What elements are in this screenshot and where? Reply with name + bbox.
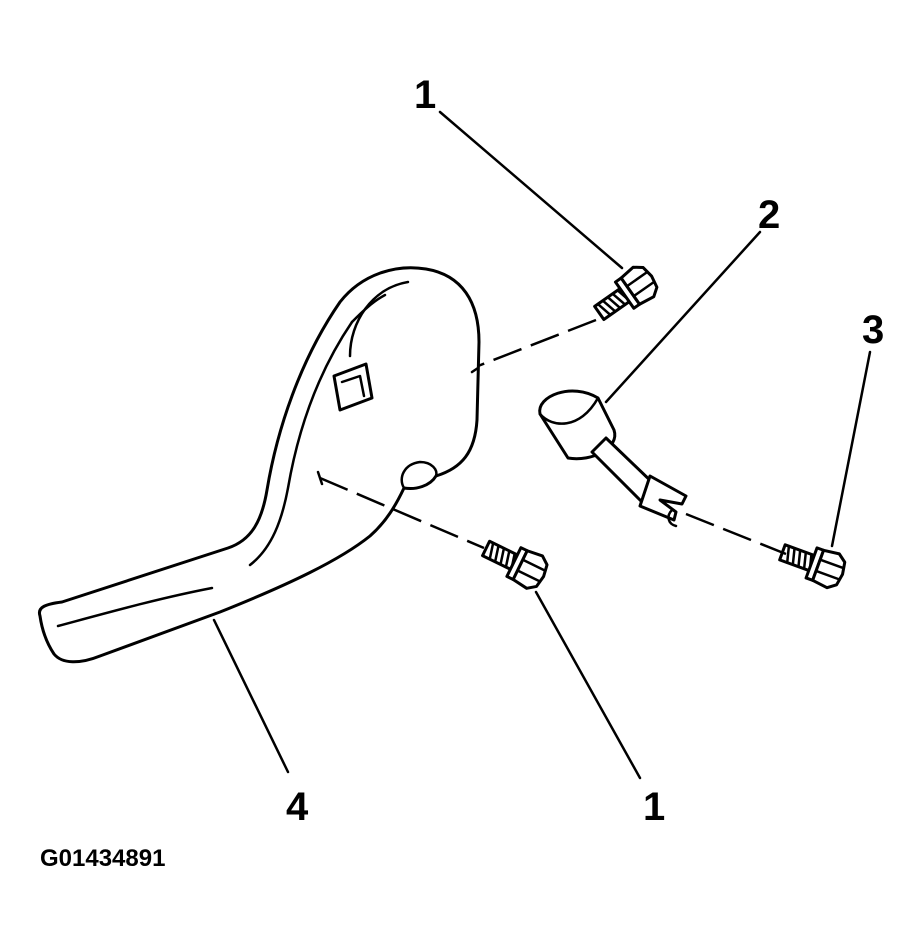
leader-line-adjuster-bolt xyxy=(830,350,872,548)
alignment-mark-bottom xyxy=(316,470,324,486)
alignment-line-adjuster-bolt xyxy=(685,512,787,556)
figure-code: G01434891 xyxy=(40,845,165,872)
leader-line-bottom-bolt xyxy=(534,590,642,780)
callout-adjuster-bolt: 3 xyxy=(862,308,884,352)
alignment-line-bottom-bolt xyxy=(319,476,485,550)
leader-line-top-bolt xyxy=(438,110,624,270)
bottom-bolt xyxy=(476,530,553,595)
cable-adjuster xyxy=(538,389,688,528)
adjuster-bolt xyxy=(774,533,851,593)
callout-lever: 4 xyxy=(286,785,309,829)
brake-lever xyxy=(37,266,481,664)
callout-bottom-bolt: 1 xyxy=(643,785,665,829)
callout-adjuster: 2 xyxy=(758,193,780,237)
leader-line-lever xyxy=(212,618,290,774)
leader-line-adjuster xyxy=(604,230,762,404)
callout-top-bolt: 1 xyxy=(414,73,436,117)
alignment-line-top-bolt xyxy=(477,318,597,368)
top-bolt xyxy=(587,259,664,330)
